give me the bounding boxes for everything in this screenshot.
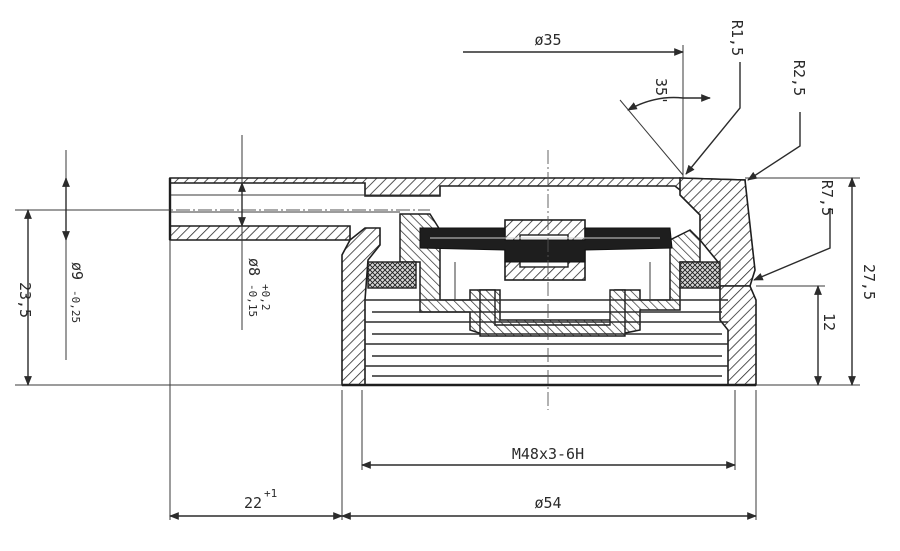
- extension-lines: [15, 45, 860, 520]
- dim-d8-tol-upper: +0,2: [259, 284, 272, 311]
- dim-d8: ø8: [245, 258, 263, 276]
- dim-phi54: ø54: [534, 494, 561, 512]
- dim-thread: M48x3-6H: [512, 445, 584, 463]
- dim-phi35: ø35: [534, 31, 561, 49]
- dim-r1-5: R1,5: [728, 20, 746, 56]
- dim-h12: 12: [820, 313, 838, 331]
- dim-d9: ø9: [68, 262, 86, 280]
- dim-d8-tol-lower: -0,15: [246, 284, 259, 317]
- seal-ring-left: [367, 261, 417, 289]
- diaphragm-disc: [419, 227, 673, 263]
- dim-h27-5: 27,5: [860, 264, 878, 300]
- dim-angle-35: 35': [652, 78, 670, 105]
- dim-h23-5: 23,5: [16, 282, 34, 318]
- part-section: [168, 177, 757, 387]
- tube-lower-wall: [169, 225, 351, 241]
- dim-r7-5: R7,5: [818, 180, 836, 216]
- body-left-wall: [341, 227, 381, 386]
- dimension-labels: ø35 R1,5 R2,5 R7,5 35' 23,5 27,5 12 ø9 -…: [16, 20, 878, 512]
- dimension-lines: [24, 48, 856, 520]
- dim-l22: 22: [244, 494, 262, 512]
- inner-cup: [479, 289, 626, 337]
- dim-l22-tol: +1: [264, 487, 277, 500]
- internal-thread: [365, 299, 728, 377]
- dim-d9-tol: -0,25: [69, 290, 82, 323]
- seal-ring-right: [679, 261, 721, 289]
- dim-r2-5: R2,5: [790, 60, 808, 96]
- body-right-wall: [719, 285, 757, 386]
- center-lines: [66, 150, 549, 410]
